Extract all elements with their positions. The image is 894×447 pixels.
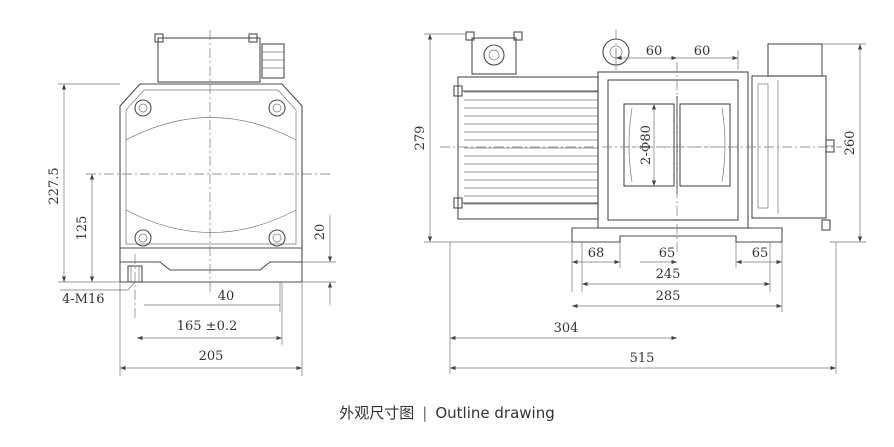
figure-caption: 外观尺寸图 | Outline drawing xyxy=(0,402,894,423)
dim-height-right: 260 xyxy=(843,131,858,156)
dim-foot-center: 65 xyxy=(659,246,676,261)
dim-foot-left: 68 xyxy=(588,246,605,261)
dim-foot-height: 20 xyxy=(313,224,328,241)
dim-total-length: 515 xyxy=(630,351,655,366)
dim-center-height: 125 xyxy=(75,216,90,241)
dim-hole-spacing: 165 ±0.2 xyxy=(177,319,238,334)
caption-cn: 外观尺寸图 xyxy=(339,404,415,422)
dim-height-total: 227.5 xyxy=(47,167,62,204)
dim-gap-right: 60 xyxy=(694,44,711,59)
dim-drum-dia: 2-Φ80 xyxy=(639,125,654,165)
terminal-icon xyxy=(825,139,835,153)
dim-height-left: 279 xyxy=(413,126,428,151)
dim-base-length: 285 xyxy=(656,289,681,304)
front-view: 227.5 125 20 4-M16 40 165 ±0.2 205 xyxy=(47,30,336,376)
dim-base-width: 205 xyxy=(199,349,224,364)
dim-bolt-spec: 4-M16 xyxy=(62,292,105,307)
dim-gap-left: 60 xyxy=(646,44,663,59)
dim-foot-right: 65 xyxy=(752,246,769,261)
side-view: 60 60 279 2-Φ80 260 68 65 65 245 285 xyxy=(413,30,866,374)
dim-foot-width: 40 xyxy=(218,289,235,304)
dim-hole-span: 245 xyxy=(656,267,681,282)
bolt-icon xyxy=(134,99,286,247)
caption-en: Outline drawing xyxy=(435,404,555,422)
caption-separator: | xyxy=(422,404,428,422)
motor-fins xyxy=(464,91,598,205)
dim-center-offset: 304 xyxy=(554,321,579,336)
